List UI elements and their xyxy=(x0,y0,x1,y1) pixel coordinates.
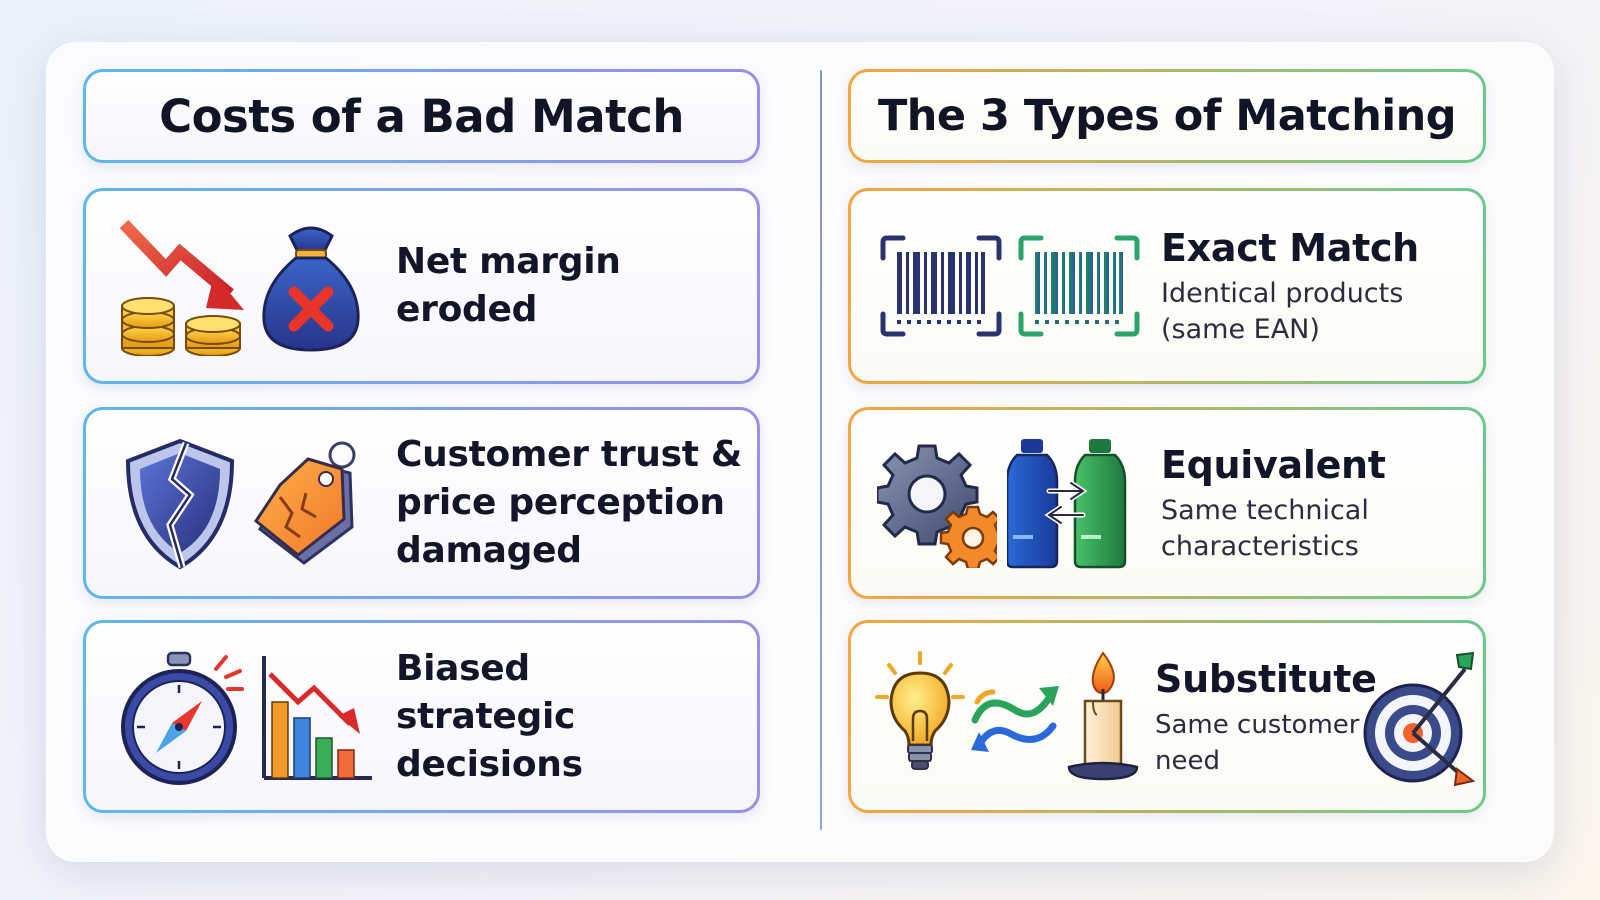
declining-bar-chart-icon xyxy=(262,655,372,780)
match-card-equivalent: Equivalent Same technical characteristic… xyxy=(848,407,1486,599)
cost-card-margin: Net margin eroded xyxy=(83,188,760,384)
barcode-scan-icon xyxy=(880,235,1002,337)
money-bag-cross-icon xyxy=(262,226,360,352)
cost-card-trust: Customer trust & price perception damage… xyxy=(83,407,760,599)
cost-label-line: Customer trust & xyxy=(396,434,742,475)
match-type-title: Substitute xyxy=(1155,656,1377,701)
match-type-title: Equivalent xyxy=(1161,443,1386,487)
match-card-substitute: Substitute Same customer need xyxy=(848,620,1486,813)
matching-header: The 3 Types of Matching xyxy=(848,69,1486,163)
gears-icon xyxy=(877,444,997,568)
cost-label-line: Net margin xyxy=(396,241,621,282)
costs-header: Costs of a Bad Match xyxy=(83,69,760,163)
falling-arrow-coins-icon xyxy=(119,219,244,356)
cost-label-line: eroded xyxy=(396,289,538,330)
cost-label-line: decisions xyxy=(396,743,583,785)
cost-label-line: strategic xyxy=(396,695,576,737)
bottles-swap-icon xyxy=(1007,439,1127,569)
match-card-exact: Exact Match Identical products (same EAN… xyxy=(848,188,1486,384)
match-type-title: Exact Match xyxy=(1161,226,1419,270)
match-type-desc: Same customer need xyxy=(1155,709,1360,776)
light-bulb-icon xyxy=(875,650,965,770)
column-divider xyxy=(820,70,822,830)
match-type-desc: Same technical characteristics xyxy=(1161,495,1369,562)
barcode-scan-green-icon xyxy=(1018,235,1140,337)
match-type-desc: Identical products (same EAN) xyxy=(1161,278,1404,345)
cost-card-decisions: Biased strategic decisions xyxy=(83,620,760,813)
cost-label-line: damaged xyxy=(396,530,582,571)
cost-label-line: price perception xyxy=(396,482,725,523)
broken-compass-icon xyxy=(121,651,244,785)
candle-icon xyxy=(1067,650,1139,780)
broken-shield-icon xyxy=(125,438,235,570)
torn-price-tag-icon xyxy=(253,441,356,565)
costs-title: Costs of a Bad Match xyxy=(159,89,684,143)
matching-title: The 3 Types of Matching xyxy=(877,91,1457,141)
swap-arrows-icon xyxy=(971,685,1059,752)
target-arrow-icon xyxy=(1363,651,1476,787)
cost-label-line: Biased xyxy=(396,647,530,689)
